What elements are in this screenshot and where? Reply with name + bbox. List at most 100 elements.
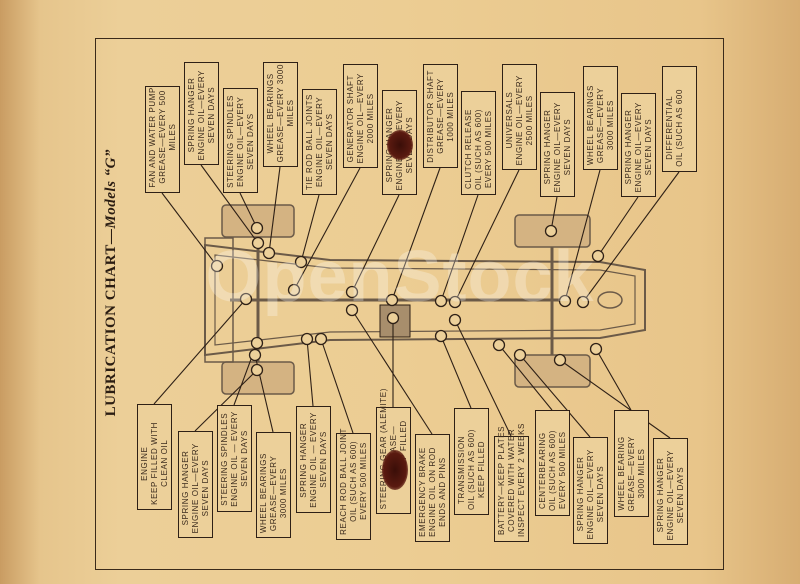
label-line: SEVEN DAYS [676,466,685,524]
label-line: 2500 MILES [525,94,534,145]
label-line: ENGINE OIL — EVERY [309,412,318,508]
lubrication-point-marker [492,338,506,352]
leader-line [454,319,512,437]
label-line: CLUTCH RELEASE [464,109,473,190]
label-line: GENERATOR SHAFT [346,74,355,162]
label-line: EMERGENCY BRAKE [418,447,427,537]
leader-line [293,167,361,291]
lubrication-point-marker [248,348,262,362]
label-line: SPRING HANGER [181,450,190,526]
label-line: ENGINE OIL — EVERY [230,411,239,507]
label-line: SPRING HANGER [624,109,633,185]
leader-line [153,298,247,405]
ink-stain [382,450,408,490]
label-line: OIL (SUCH AS 600) [474,108,483,190]
label-line: OIL (SUCH AS 600) [548,429,557,511]
label-line: SPRING HANGER [543,109,552,185]
label-line: ENGINE OIL ON ROD [428,447,437,537]
label-line: OIL (SUCH AS 600) [467,428,476,510]
label-line: MILES [286,99,295,127]
lubrication-point-marker [576,295,590,309]
radiator [204,237,234,363]
label-line: SEVEN DAYS [563,118,572,176]
lubrication-point-marker [513,348,527,362]
leader-line [194,369,258,432]
label-line: 2000 MILES [366,92,375,143]
chassis-frame [204,243,646,357]
label-line: TIE ROD BALL JOINTS [305,93,314,190]
label-line: STEERING SPINDLES [220,412,229,506]
lubrication-point-marker [345,285,359,299]
label-line: REACH ROD BALL JOINT [339,428,348,535]
label-line: ENGINE OIL—EVERY [236,96,245,187]
label-line: CENTERBEARING [538,432,547,509]
label-line: ENGINE OIL—EVERY [553,101,562,192]
ink-stain [387,130,413,160]
lubrication-point-marker [251,236,265,250]
leader-line [239,192,258,229]
gas-tank [597,291,623,309]
label-line: DISTRIBUTOR SHAFT [426,70,435,163]
label-line: ENGINE OIL—EVERY [315,96,324,188]
label-line: OIL (SUCH AS 600 [675,89,684,167]
leader-line [161,192,218,267]
leader-line [306,338,314,407]
label-line: GREASE—EVERY [627,436,636,512]
label-line: EVERY 500 MILES [359,442,368,521]
label-line: ENGINE OIL—EVERY [356,72,365,163]
leader-line [200,164,259,244]
label-line: WHEEL BEARINGS [259,452,268,533]
label-line: KEEP FILLED [477,440,486,499]
lubrication-point-marker [210,259,224,273]
label-line: EVERY 500 MILES [558,431,567,510]
lubrication-point-marker [544,224,558,238]
lubrication-point-marker [294,255,308,269]
lubrication-point-marker [300,332,314,346]
wheel [514,354,591,388]
label-line: ENGINE OIL—EVERY [634,101,643,192]
label-line: SPRING HANGER [656,457,665,533]
label-line: SPRING HANGER [299,422,308,498]
label-line: 3000 MILES [637,449,646,500]
label-line: GREASE—EVERY [596,87,605,163]
leader-line [351,309,433,435]
label-line: MILES [168,124,177,152]
label-line: DIFFERENTIAL [665,96,674,161]
lubrication-point-marker [239,292,253,306]
leader-line [519,354,591,438]
leader-line [559,359,671,439]
label-line: FAN AND WATER PUMP [148,87,157,188]
leader-line [582,171,680,303]
lubrication-point-marker [448,313,462,327]
